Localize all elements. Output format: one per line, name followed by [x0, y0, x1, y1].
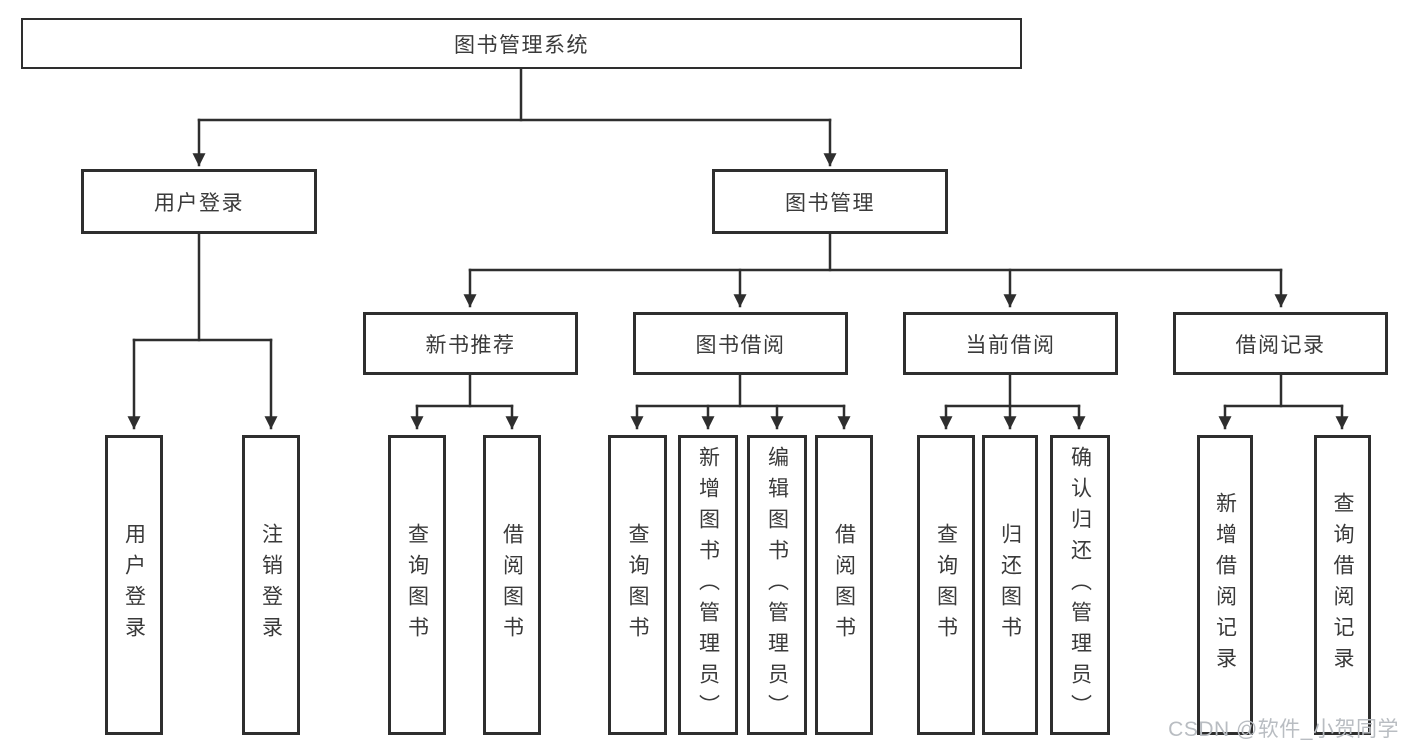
node-leaf-add-borrow-record: 新增借阅记录 [1197, 435, 1253, 735]
node-leaf-query-borrow-record: 查询借阅记录 [1314, 435, 1371, 735]
node-label: 确认归还（管理员） [1068, 445, 1092, 725]
node-label: 当前借阅 [965, 333, 1056, 357]
node-leaf-query-books-borrowing: 查询图书 [608, 435, 667, 735]
connector-borrowing-records-children [1218, 373, 1349, 430]
node-leaf-logout: 注销登录 [242, 435, 300, 735]
node-leaf-confirm-return-admin: 确认归还（管理员） [1050, 435, 1110, 735]
node-leaf-return-books: 归还图书 [982, 435, 1038, 735]
node-label: 用户登录 [122, 523, 146, 647]
node-label: 图书借阅 [695, 333, 786, 357]
node-label: 借阅图书 [500, 523, 524, 647]
node-leaf-borrow-books: 借阅图书 [815, 435, 873, 735]
node-label: 查询借阅记录 [1331, 492, 1354, 678]
node-book-management: 图书管理 [712, 169, 948, 234]
node-leaf-query-books-current: 查询图书 [917, 435, 975, 735]
connector-current-borrowing-children [939, 373, 1086, 430]
node-borrowing-records: 借阅记录 [1173, 312, 1388, 375]
node-leaf-borrow-books-recommend: 借阅图书 [483, 435, 541, 735]
node-label: 查询图书 [405, 523, 429, 647]
node-leaf-edit-book-admin: 编辑图书（管理员） [747, 435, 807, 735]
node-label: 图书管理 [785, 191, 875, 215]
node-label: 编辑图书（管理员） [765, 445, 789, 725]
node-user-login: 用户登录 [81, 169, 317, 234]
node-label: 新增借阅记录 [1213, 492, 1237, 678]
node-label: 查询图书 [626, 523, 649, 647]
node-label: 新书推荐 [425, 333, 516, 357]
connector-user-login-children [127, 232, 278, 430]
node-label: 新增图书（管理员） [696, 445, 720, 725]
node-leaf-add-book-admin: 新增图书（管理员） [678, 435, 738, 735]
connector-new-book-recommend-children [410, 373, 519, 430]
node-label: 借阅记录 [1235, 333, 1326, 357]
watermark-text: CSDN @软件_小贺同学 [1168, 718, 1399, 741]
connector-book-borrowing-children [630, 373, 851, 430]
node-new-book-recommend: 新书推荐 [363, 312, 578, 375]
node-leaf-query-books-recommend: 查询图书 [388, 435, 446, 735]
node-label: 注销登录 [259, 523, 283, 647]
node-book-borrowing: 图书借阅 [633, 312, 848, 375]
node-library-system: 图书管理系统 [21, 18, 1022, 69]
node-label: 归还图书 [998, 523, 1022, 647]
node-label: 用户登录 [154, 191, 244, 215]
node-label: 借阅图书 [832, 523, 856, 647]
node-label: 查询图书 [934, 523, 958, 647]
node-label: 图书管理系统 [454, 33, 589, 57]
connector-root-to-level2 [192, 66, 837, 167]
node-current-borrowing: 当前借阅 [903, 312, 1118, 375]
node-leaf-user-login: 用户登录 [105, 435, 163, 735]
connector-book-management-children [463, 232, 1288, 308]
